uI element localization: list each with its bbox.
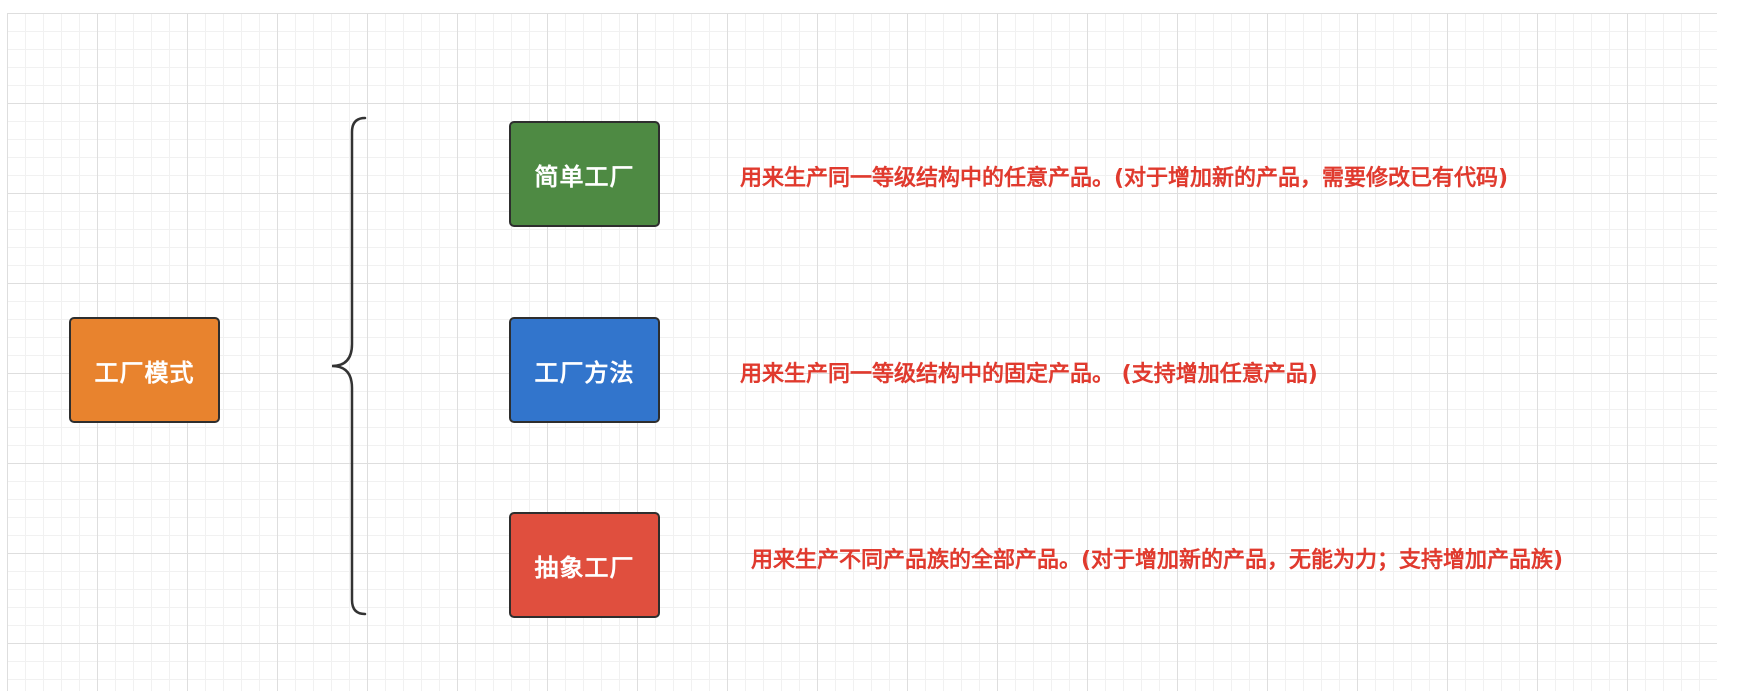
grid-canvas bbox=[7, 13, 1717, 691]
root-node-factory-pattern[interactable]: 工厂模式 bbox=[69, 317, 220, 423]
child-node-label: 工厂方法 bbox=[534, 358, 635, 387]
description-abstract-factory: 用来生产不同产品族的全部产品。(对于增加新的产品，无能为力；支持增加产品族) bbox=[751, 548, 1564, 573]
child-node-abstract-factory[interactable]: 抽象工厂 bbox=[509, 512, 660, 618]
root-node-label: 工厂模式 bbox=[94, 358, 195, 387]
child-node-simple-factory[interactable]: 简单工厂 bbox=[509, 121, 660, 227]
child-node-label: 简单工厂 bbox=[534, 162, 635, 191]
child-node-factory-method[interactable]: 工厂方法 bbox=[509, 317, 660, 423]
brace-path bbox=[331, 116, 367, 616]
curly-brace-connector bbox=[331, 116, 367, 616]
description-simple-factory: 用来生产同一等级结构中的任意产品。(对于增加新的产品，需要修改已有代码) bbox=[740, 166, 1509, 191]
child-node-label: 抽象工厂 bbox=[534, 553, 635, 582]
description-factory-method: 用来生产同一等级结构中的固定产品。 (支持增加任意产品) bbox=[740, 362, 1318, 387]
